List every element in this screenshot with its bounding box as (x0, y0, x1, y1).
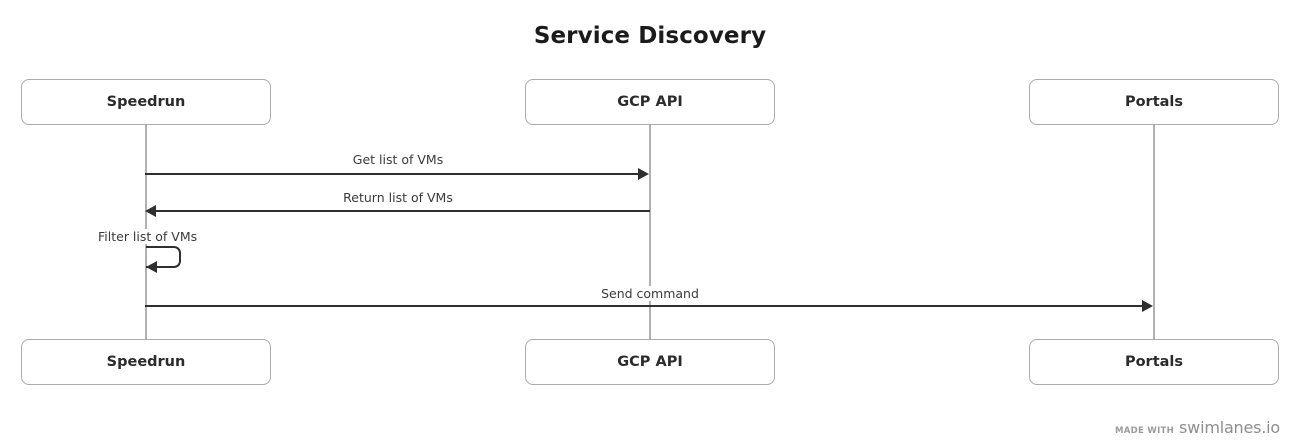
arrow-head-send-command (1142, 300, 1153, 312)
participant-label-gcp-api-top: GCP API (617, 94, 683, 110)
participant-label-portals-bottom: Portals (1124, 354, 1184, 370)
message-label-get-list-of-vms: Get list of VMs (346, 152, 450, 167)
participant-label-speedrun-bottom: Speedrun (106, 354, 186, 370)
participant-box-gcp-api-bottom[interactable]: GCP API (525, 339, 775, 385)
watermark[interactable]: Made with swimlanes.io (1115, 418, 1280, 437)
message-label-send-command: Send command (595, 286, 705, 301)
participant-label-portals-top: Portals (1124, 94, 1184, 110)
lifeline-gcp-api (649, 125, 651, 339)
lifeline-portals (1153, 125, 1155, 339)
watermark-brand-label: swimlanes.io (1179, 418, 1280, 437)
arrow-head-return-list-of-vms (145, 205, 156, 217)
watermark-made-with-label: Made with (1115, 426, 1175, 436)
participant-box-portals-top[interactable]: Portals (1029, 79, 1279, 125)
self-message-loop-filter-list-of-vms (146, 246, 181, 268)
participant-box-gcp-api-top[interactable]: GCP API (525, 79, 775, 125)
participant-box-speedrun-top[interactable]: Speedrun (21, 79, 271, 125)
message-line-return-list-of-vms (156, 210, 650, 212)
message-line-get-list-of-vms (145, 173, 640, 175)
message-label-filter-list-of-vms: Filter list of VMs (92, 229, 204, 244)
arrow-head-filter-list-of-vms (146, 261, 157, 273)
participant-box-portals-bottom[interactable]: Portals (1029, 339, 1279, 385)
participant-label-gcp-api-bottom: GCP API (617, 354, 683, 370)
page-title: Service Discovery (533, 23, 767, 49)
arrow-head-get-list-of-vms (638, 168, 649, 180)
message-line-send-command (145, 305, 1144, 307)
message-label-return-list-of-vms: Return list of VMs (337, 190, 459, 205)
participant-label-speedrun-top: Speedrun (106, 94, 186, 110)
participant-box-speedrun-bottom[interactable]: Speedrun (21, 339, 271, 385)
